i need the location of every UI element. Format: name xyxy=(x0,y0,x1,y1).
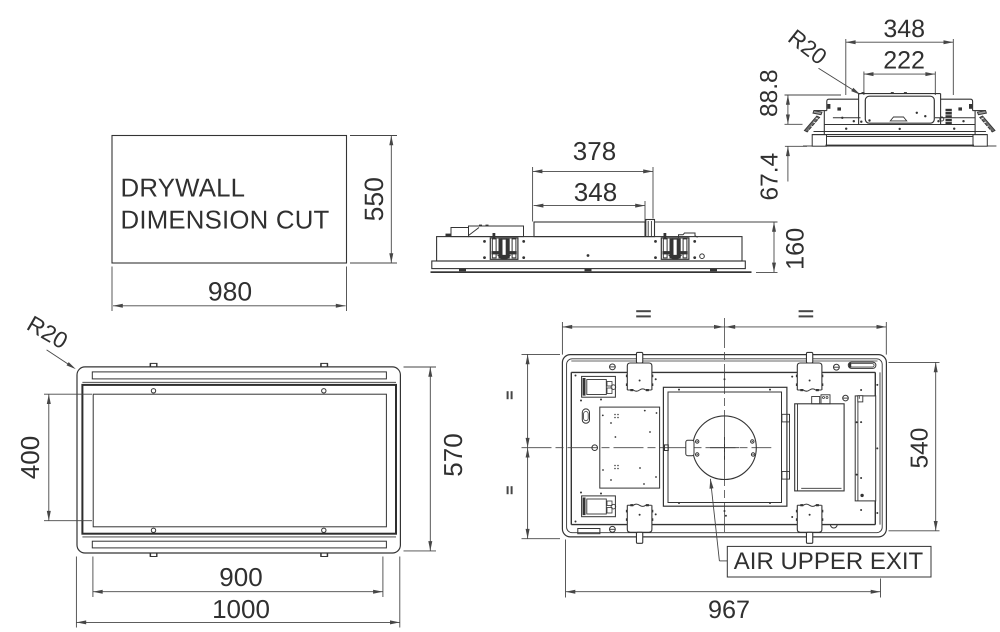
svg-text:67.4: 67.4 xyxy=(757,153,784,201)
svg-text:980: 980 xyxy=(208,276,252,306)
svg-text:378: 378 xyxy=(573,136,616,166)
svg-text:550: 550 xyxy=(359,177,389,221)
svg-text:540: 540 xyxy=(906,428,933,469)
svg-text:400: 400 xyxy=(15,436,45,479)
svg-text:900: 900 xyxy=(219,562,262,592)
svg-text:DRYWALL: DRYWALL xyxy=(121,174,246,202)
svg-text:348: 348 xyxy=(883,15,925,43)
svg-text:967: 967 xyxy=(708,596,750,624)
svg-text:DIMENSION CUT: DIMENSION CUT xyxy=(121,206,330,234)
svg-text:1000: 1000 xyxy=(212,594,270,624)
svg-text:88.8: 88.8 xyxy=(756,69,783,117)
svg-text:160: 160 xyxy=(782,228,810,270)
svg-text:222: 222 xyxy=(883,46,925,74)
svg-text:AIR UPPER EXIT: AIR UPPER EXIT xyxy=(734,548,924,575)
svg-text:348: 348 xyxy=(574,177,617,207)
svg-text:570: 570 xyxy=(438,433,468,476)
